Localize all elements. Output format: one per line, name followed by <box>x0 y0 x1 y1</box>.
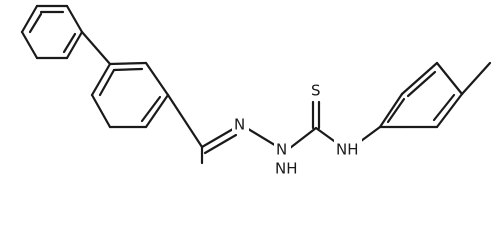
bond <box>400 61 439 96</box>
bond <box>243 125 280 149</box>
bond <box>460 61 492 96</box>
bond <box>98 68 116 97</box>
bond <box>108 61 148 66</box>
bond <box>288 126 318 150</box>
bond <box>166 93 204 149</box>
sulfur-label: S <box>311 82 321 100</box>
bond <box>435 61 464 96</box>
atom-label-n-hydrazone-2: N <box>274 139 291 159</box>
bond <box>435 92 464 129</box>
bond <box>20 30 39 60</box>
bond <box>20 4 39 34</box>
atom-label-n-hydrazone-1: N <box>232 114 249 134</box>
nh-label: NH <box>275 160 298 178</box>
bond <box>378 92 404 129</box>
bond <box>65 30 84 60</box>
phenylene-ring-central <box>90 61 170 129</box>
atom-label-sulfur: S <box>309 80 325 100</box>
bond <box>112 67 144 72</box>
bond <box>406 70 437 98</box>
chemical-structure-diagram: S N N NH NH <box>20 4 492 178</box>
bond <box>200 127 235 149</box>
bond <box>203 133 238 155</box>
phenyl-ring-terminal <box>20 4 84 60</box>
bond <box>144 61 170 97</box>
bond <box>65 4 84 34</box>
atom-label-nh-aryl: NH <box>334 139 362 159</box>
bond <box>144 93 170 129</box>
nh-label: NH <box>336 141 359 159</box>
tolyl-ring <box>378 61 464 129</box>
bond <box>386 97 406 124</box>
bond <box>90 93 112 129</box>
bond <box>432 93 456 122</box>
nitrogen-label: N <box>234 116 245 134</box>
bond <box>140 95 162 123</box>
nitrogen-label: N <box>276 141 287 159</box>
bond <box>90 62 112 97</box>
atom-label-nh-hydrazide: NH <box>273 158 301 178</box>
bond <box>28 12 43 34</box>
bond <box>62 32 77 54</box>
bond <box>80 30 112 66</box>
bond <box>359 125 382 143</box>
